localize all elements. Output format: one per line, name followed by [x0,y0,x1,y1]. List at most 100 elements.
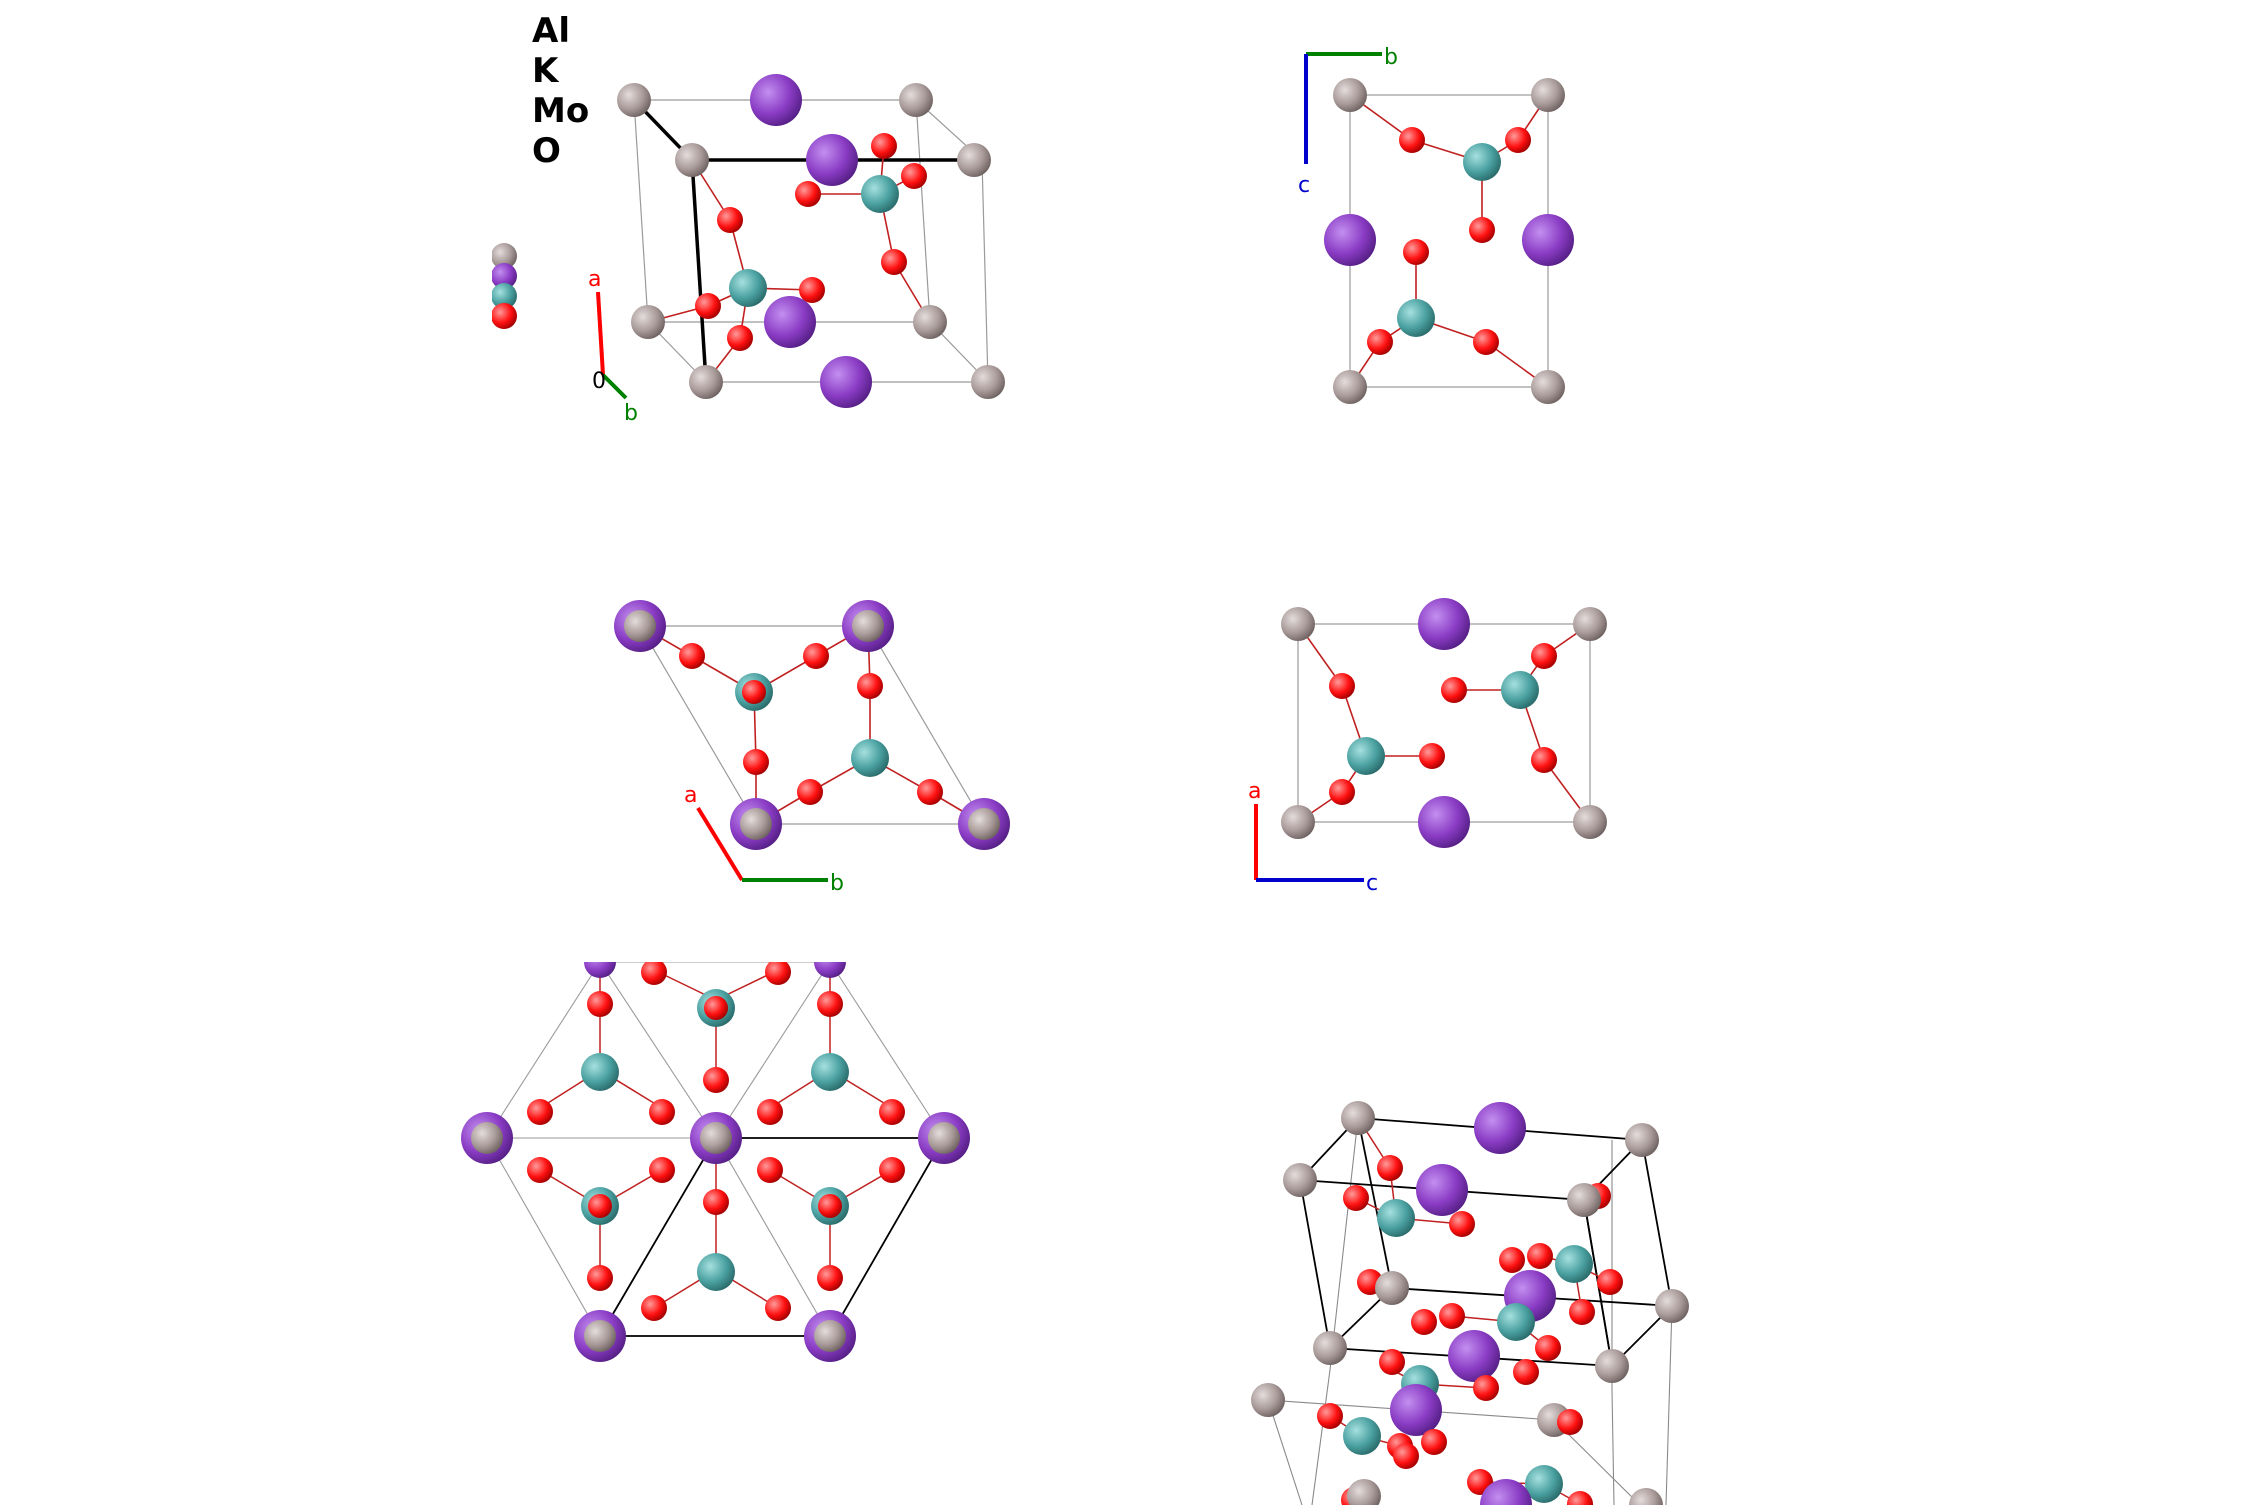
atom-o [1469,217,1495,243]
structure-view-along-b: a c [1248,598,1607,896]
atom-mo [1555,1245,1593,1283]
legend-swatch-mo [491,283,517,309]
legend-swatch-o [491,303,517,329]
atom-o [703,1189,729,1215]
atom-o [1505,127,1531,153]
atoms [614,600,1010,850]
atom-o [1403,239,1429,265]
atom-o [1473,329,1499,355]
atoms [1251,1101,1689,1505]
atom-o [1557,1409,1583,1435]
atom-al [971,365,1005,399]
atom-k [806,134,858,186]
legend-label-k: K [532,51,560,91]
axis-label-c: c [1298,173,1310,198]
atom-al [814,1320,846,1352]
atom-o [1597,1269,1623,1295]
atom-al [1375,1271,1409,1305]
atom-o [641,1295,667,1321]
unit-cell-edges [633,99,990,383]
atom-o [1527,1243,1553,1269]
atom-o [641,959,667,985]
atom-o [649,1099,675,1125]
axis-label-origin: 0 [592,369,606,394]
atom-o [1343,1185,1369,1211]
atom-o [1439,1303,1465,1329]
atom-o [703,1067,729,1093]
atom-o [917,779,943,805]
atom-al [471,1122,503,1154]
atom-mo [1377,1199,1415,1237]
atom-o [1317,1403,1343,1429]
atom-mo [1525,1465,1563,1503]
atom-al [1281,607,1315,641]
atom-mo [697,1253,735,1291]
axis-label-a: a [1248,779,1261,804]
atom-o [1421,1429,1447,1455]
atom-mo [811,1053,849,1091]
atom-mo [729,269,767,307]
atom-al [1625,1123,1659,1157]
atom-al [740,808,772,840]
atom-k [1448,1330,1500,1382]
atom-o [1531,643,1557,669]
atom-mo [581,1053,619,1091]
atom-al [1283,1163,1317,1197]
atom-al [957,143,991,177]
structure-view-supercell-along-c [440,900,1000,1362]
atom-o [797,779,823,805]
atom-al [1573,805,1607,839]
atom-o [817,1265,843,1291]
atoms [461,946,970,1362]
atom-o [817,991,843,1017]
atom-mo [1463,143,1501,181]
atom-o [857,673,883,699]
atom-o [695,293,721,319]
atom-al [1341,1101,1375,1135]
atom-mo [861,175,899,213]
element-legend: Al K Mo O [480,11,589,336]
atom-o [879,1157,905,1183]
atoms [617,74,1005,408]
axis-label-b: b [1384,45,1398,70]
atom-mo [1397,299,1435,337]
atom-o [679,643,705,669]
atom-o [881,249,907,275]
atom-o [879,1099,905,1125]
atom-al [1531,78,1565,112]
atom-al [852,610,884,642]
atom-o [1393,1443,1419,1469]
atom-o [704,996,728,1020]
axis-label-b: b [830,871,844,896]
atom-o [587,991,613,1017]
axis-triad-view1: a 0 b [588,267,638,426]
atom-al [928,1122,960,1154]
atom-al [1333,78,1367,112]
atom-k [1522,214,1574,266]
atom-al [1281,805,1315,839]
atom-k [820,356,872,408]
atom-al [1573,607,1607,641]
atoms [1281,598,1607,848]
atom-mo [1501,671,1539,709]
legend-swatch-al [491,243,517,269]
atom-o [1411,1309,1437,1335]
axis-triad-view2: b c [1298,45,1398,198]
atom-k [1418,598,1470,650]
atom-al [584,1320,616,1352]
atom-k [764,296,816,348]
atom-k [750,74,802,126]
atom-al [1595,1349,1629,1383]
axis-label-b: b [624,401,638,426]
atom-k [1474,1102,1526,1154]
atom-al [700,1122,732,1154]
atom-al [1313,1331,1347,1365]
atom-al [913,305,947,339]
atom-o [1499,1247,1525,1273]
atom-al [1333,370,1367,404]
atom-o [818,1194,842,1218]
atom-o [1473,1375,1499,1401]
atom-o [1449,1211,1475,1237]
axis-triad-view4: a c [1248,779,1378,896]
atom-al [1629,1488,1663,1505]
